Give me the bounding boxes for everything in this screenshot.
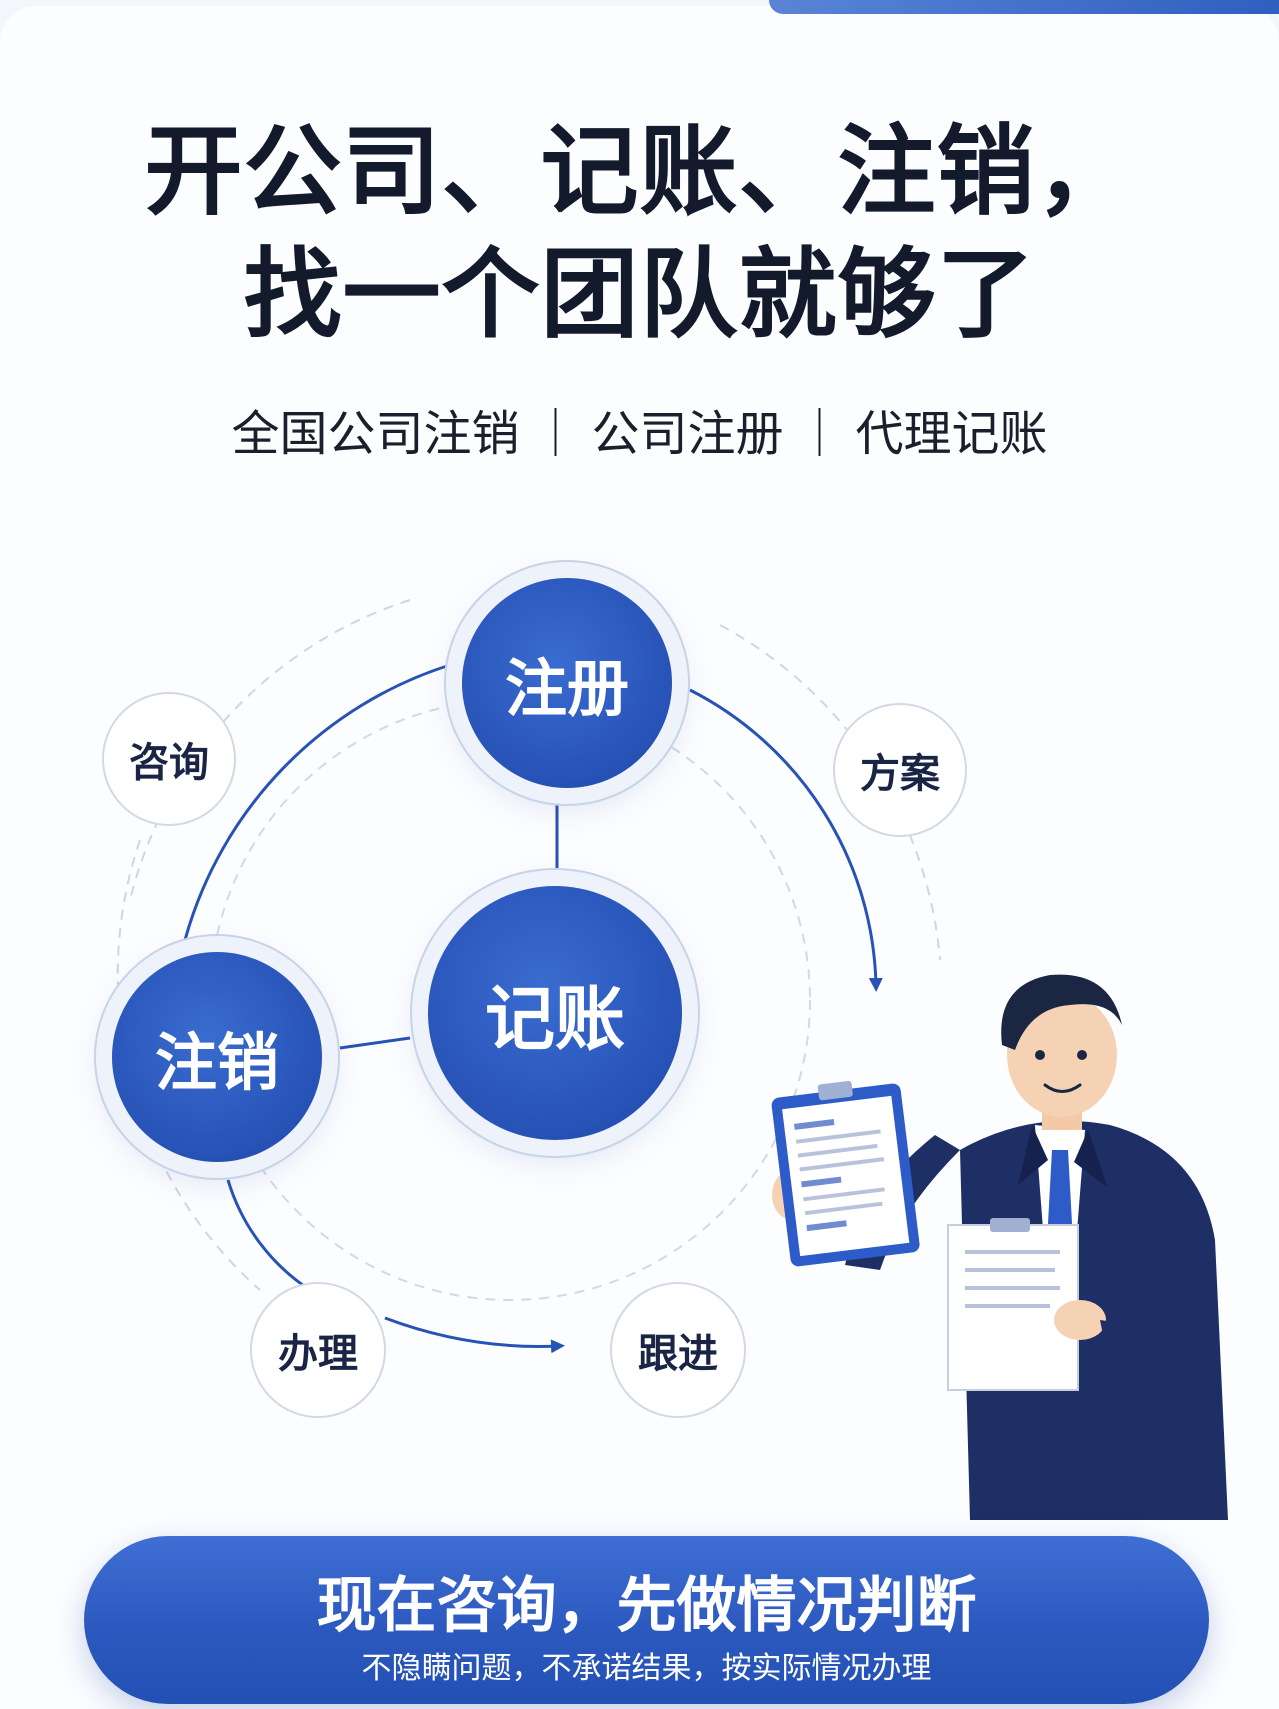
arc-bottom	[226, 1179, 311, 1292]
service-list: 全国公司注销｜公司注册｜代理记账	[0, 402, 1279, 466]
step-handle: 办理	[250, 1282, 386, 1418]
step-plan: 方案	[833, 703, 967, 837]
arrow-handle-to-follow	[384, 1316, 565, 1354]
node-bookkeeping: 记账	[428, 886, 682, 1140]
separator: ｜	[795, 406, 844, 462]
dashed-orbit-outer-right	[719, 624, 941, 961]
service-deregistration: 全国公司注销	[231, 406, 520, 462]
consult-now-banner[interactable]: 现在咨询，先做情况判断 不隐瞒问题，不承诺结果，按实际情况办理	[84, 1536, 1209, 1704]
arc-right	[689, 688, 883, 992]
cta-title: 现在咨询，先做情况判断	[316, 1571, 977, 1641]
node-deregister: 注销	[112, 952, 322, 1162]
headline-line-2: 找一个团队就够了	[243, 238, 1036, 352]
separator: ｜	[531, 406, 580, 462]
step-follow-up: 跟进	[610, 1282, 746, 1418]
service-registration: 公司注册	[591, 406, 784, 462]
corner-accent	[769, 0, 1279, 14]
headline-line-1: 开公司、记账、注销，	[144, 115, 1135, 229]
consultant-illustration	[771, 974, 1228, 1520]
cta-subtitle: 不隐瞒问题，不承诺结果，按实际情况办理	[361, 1651, 932, 1686]
dashed-orbit-outer-left	[116, 839, 261, 1291]
arc-left	[183, 663, 451, 941]
node-register: 注册	[462, 578, 672, 788]
dashed-orbit-outer	[129, 599, 411, 901]
service-bookkeeping: 代理记账	[855, 406, 1048, 462]
step-consult: 咨询	[102, 692, 236, 826]
connector-deregister-bookkeeping	[339, 1036, 411, 1050]
